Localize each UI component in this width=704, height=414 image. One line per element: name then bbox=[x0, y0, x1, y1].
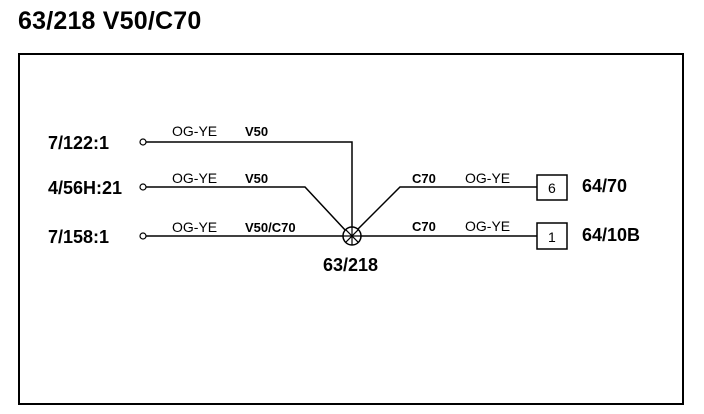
wire-color-label: OG-YE bbox=[172, 170, 217, 186]
wire-model-label: C70 bbox=[412, 219, 436, 234]
right-connector-2: C70 OG-YE 1 64/10B bbox=[361, 218, 640, 250]
wire-line bbox=[146, 141, 353, 228]
wire-model-label: C70 bbox=[412, 171, 436, 186]
pin-number: 6 bbox=[548, 180, 556, 196]
left-connector-3: 7/158:1 OG-YE V50/C70 bbox=[48, 219, 343, 247]
connector-label: 64/10B bbox=[582, 225, 640, 245]
wire-model-label: V50 bbox=[245, 171, 268, 186]
wire-color-label: OG-YE bbox=[465, 218, 510, 234]
diagram-frame bbox=[18, 53, 684, 405]
wire-model-label: V50 bbox=[245, 124, 268, 139]
splice-label: 63/218 bbox=[323, 255, 378, 275]
left-connector-1: 7/122:1 OG-YE V50 bbox=[48, 123, 353, 228]
page-title: 63/218 V50/C70 bbox=[18, 7, 202, 35]
splice-point: 63/218 bbox=[323, 226, 378, 275]
wire-color-label: OG-YE bbox=[465, 170, 510, 186]
wire-model-label: V50/C70 bbox=[245, 220, 296, 235]
connector-label: 7/122:1 bbox=[48, 133, 109, 153]
connector-label: 4/56H:21 bbox=[48, 178, 122, 198]
pin-number: 1 bbox=[548, 229, 556, 245]
wire-color-label: OG-YE bbox=[172, 123, 217, 139]
wire-color-label: OG-YE bbox=[172, 219, 217, 235]
pin-box bbox=[536, 174, 568, 201]
connector-label: 7/158:1 bbox=[48, 227, 109, 247]
pin-box bbox=[536, 222, 568, 250]
terminal-icon bbox=[139, 232, 147, 240]
wire-line bbox=[357, 186, 537, 230]
terminal-icon bbox=[139, 138, 147, 146]
left-connector-2: 4/56H:21 OG-YE V50 bbox=[48, 170, 347, 232]
terminal-icon bbox=[139, 183, 147, 191]
right-connector-1: C70 OG-YE 6 64/70 bbox=[357, 170, 627, 230]
wire-line bbox=[146, 186, 347, 232]
connector-label: 64/70 bbox=[582, 176, 627, 196]
